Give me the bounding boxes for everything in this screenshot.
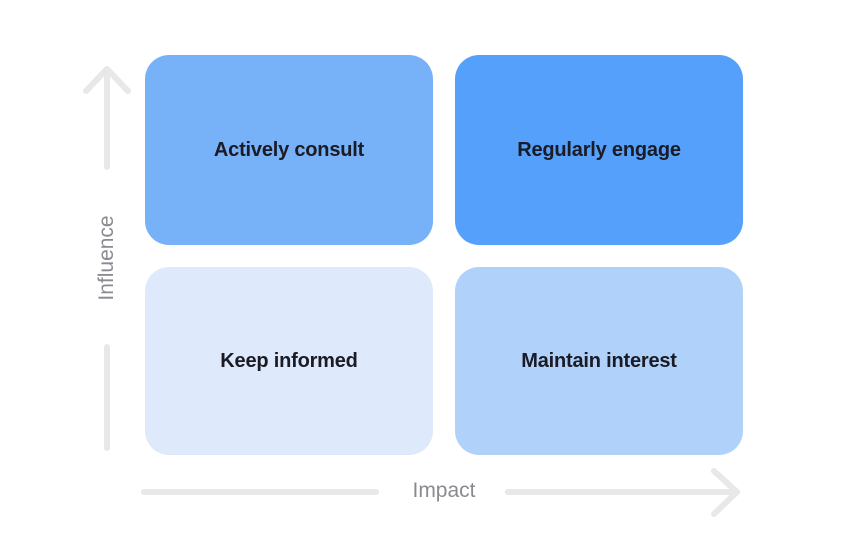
quadrant-keep-informed: Keep informed: [145, 267, 433, 455]
quadrant-regularly-engage: Regularly engage: [455, 55, 743, 245]
quadrant-label-regularly-engage: Regularly engage: [517, 138, 681, 161]
quadrant-actively-consult: Actively consult: [145, 55, 433, 245]
x-axis-arrowhead-icon: [711, 468, 740, 517]
quadrant-label-actively-consult: Actively consult: [213, 138, 365, 161]
quadrant-label-keep-informed: Keep informed: [220, 349, 358, 372]
quadrant-label-maintain-interest: Maintain interest: [521, 349, 677, 372]
x-axis-label: Impact: [412, 479, 476, 502]
y-axis-label: Influence: [95, 215, 118, 301]
quadrant-maintain-interest: Maintain interest: [455, 267, 743, 455]
